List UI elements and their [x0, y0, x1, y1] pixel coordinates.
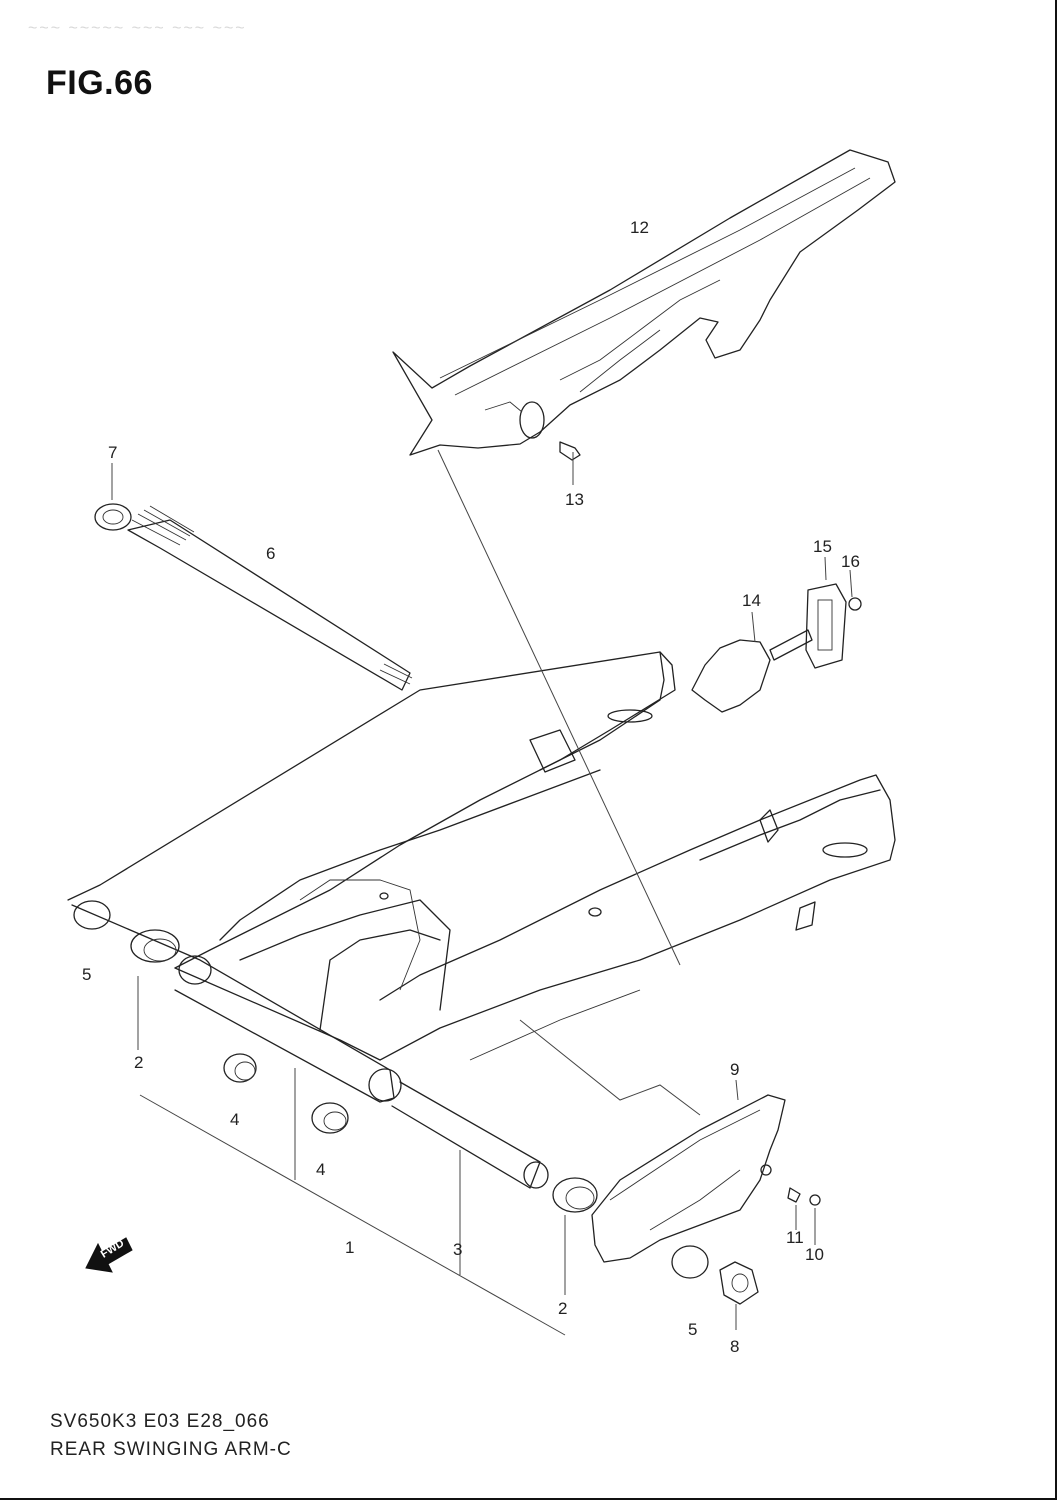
callout-11: 11	[786, 1228, 804, 1247]
callout-2-left: 2	[134, 1053, 144, 1072]
callout-4-left: 4	[230, 1110, 240, 1129]
callout-3: 3	[453, 1240, 463, 1259]
callout-12: 12	[630, 218, 649, 237]
callout-5-right: 5	[688, 1320, 698, 1339]
callout-14: 14	[742, 591, 761, 610]
callout-9: 9	[730, 1060, 740, 1079]
callout-13: 13	[565, 490, 584, 509]
callout-4-right: 4	[316, 1160, 326, 1179]
fwd-arrow-icon	[85, 1237, 133, 1273]
callout-1: 1	[345, 1238, 355, 1257]
pivot-axle-drawing	[94, 503, 413, 691]
callout-10: 10	[805, 1245, 824, 1264]
callout-7: 7	[108, 443, 118, 462]
leader-lines	[111, 449, 853, 1336]
callout-8: 8	[730, 1337, 740, 1356]
callout-16: 16	[841, 552, 860, 571]
callout-2-right: 2	[558, 1299, 568, 1318]
chain-adjuster-drawing	[691, 583, 862, 713]
callout-15: 15	[813, 537, 832, 556]
figure-title: FIG.66	[46, 64, 153, 102]
callout-5-left: 5	[82, 965, 92, 984]
footer-diagram-title: REAR SWINGING ARM-C	[50, 1439, 292, 1460]
footer-diagram-code: SV650K3 E03 E28_066	[50, 1411, 270, 1432]
faint-header-text: ~~~ ~~~~~ ~~~ ~~~ ~~~	[28, 20, 247, 37]
needle-bearings-drawing	[223, 1053, 349, 1134]
callout-6: 6	[266, 544, 276, 563]
chain-guard-drawing	[392, 149, 896, 461]
bracket-drawing	[591, 1094, 821, 1305]
swingarm-body-drawing	[67, 651, 896, 1061]
pivot-tube-drawing	[71, 900, 598, 1213]
